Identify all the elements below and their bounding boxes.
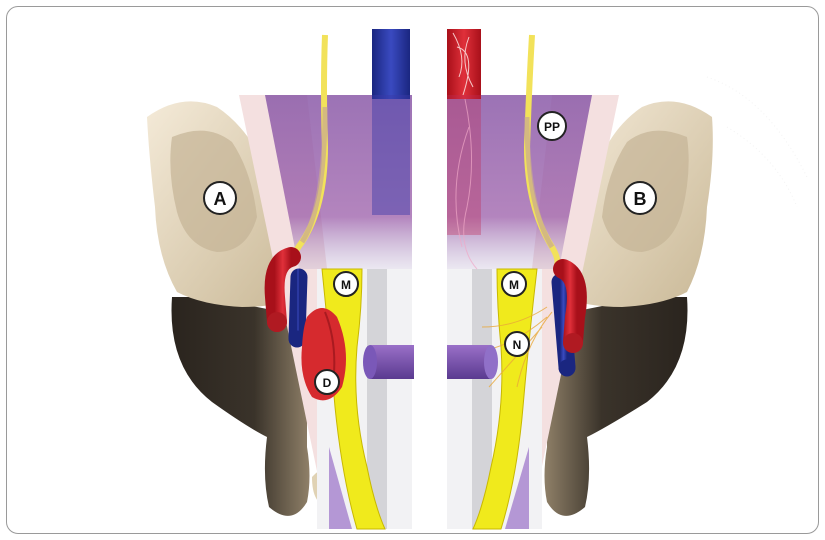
svg-text:M: M — [341, 278, 351, 292]
svg-text:A: A — [214, 189, 227, 209]
label-a: A — [204, 182, 236, 214]
label-d: D — [315, 370, 339, 394]
right-vein-end — [559, 360, 576, 377]
label-m-left: M — [334, 272, 358, 296]
left-artery-end — [267, 312, 287, 332]
right-artery-shadow — [447, 95, 481, 235]
anatomy-diagram: A B PP M M N D — [7, 7, 819, 534]
background-speckle — [707, 77, 807, 207]
svg-text:D: D — [323, 376, 332, 390]
left-vein-shadow — [372, 95, 410, 215]
svg-text:B: B — [634, 189, 647, 209]
left-vein — [297, 277, 299, 337]
right-connector-end — [484, 345, 498, 379]
right-artery-end — [563, 333, 583, 353]
svg-text:M: M — [509, 278, 519, 292]
svg-text:PP: PP — [544, 120, 560, 134]
label-n: N — [505, 332, 529, 356]
right-top-artery — [447, 29, 481, 99]
label-m-right: M — [502, 272, 526, 296]
diagram-frame: A B PP M M N D — [6, 6, 819, 534]
left-connector-end — [363, 345, 377, 379]
left-top-vein — [372, 29, 410, 99]
label-b: B — [624, 182, 656, 214]
label-pp: PP — [538, 112, 566, 140]
svg-text:N: N — [513, 338, 522, 352]
